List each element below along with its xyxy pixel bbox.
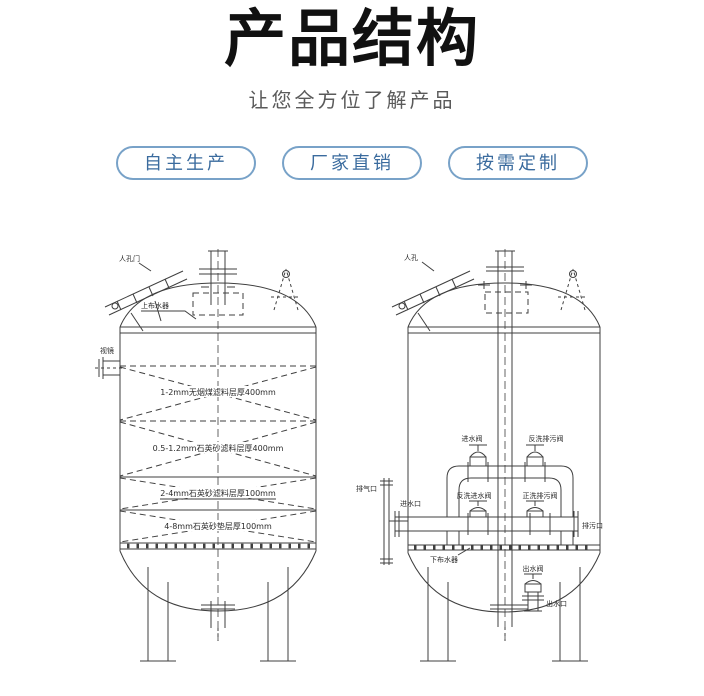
sight-glass-label: 视镜 — [100, 346, 114, 355]
right-tank-diagram: 人孔 进水阀 反洗 — [356, 249, 603, 662]
rinse-drain-valve-label: 正洗排污阀 — [523, 491, 558, 500]
page-subtitle: 让您全方位了解产品 — [248, 88, 456, 112]
layer4-label: 4-8mm石英砂垫层厚100mm — [164, 521, 272, 531]
top-pipe-riser — [478, 250, 532, 627]
backwash-inlet-valve-label: 反洗进水阀 — [457, 491, 492, 500]
layer1-label: 1-2mm无烟煤滤料层厚400mm — [160, 387, 276, 397]
lifting-lug — [558, 268, 588, 311]
lifting-lug — [271, 268, 301, 311]
manhole-label: 人孔 — [404, 254, 418, 262]
page-title: 产品结构 — [223, 2, 480, 75]
badge-self-production: 自主生产 — [116, 146, 256, 180]
sight-glass-nozzle — [95, 357, 123, 379]
vent-tube — [380, 478, 408, 565]
support-legs — [140, 567, 296, 662]
tank-shell — [407, 282, 601, 613]
upper-manifold-pipe — [446, 462, 574, 517]
manhole — [104, 262, 188, 332]
inlet-valve-label: 进水阀 — [462, 434, 483, 443]
inlet-port-label: 进水口 — [400, 499, 421, 508]
top-pipe — [199, 250, 237, 305]
lower-distributor-plate — [408, 544, 600, 556]
backwash-inlet-valve — [469, 500, 487, 518]
layer2-label: 0.5-1.2mm石英砂滤料层厚400mm — [153, 443, 284, 453]
upper-distributor-label: 上布水器 — [141, 301, 169, 310]
lower-distributor-label: 下布水器 — [430, 555, 458, 564]
inlet-valve — [469, 444, 487, 467]
upper-distributor-box — [141, 292, 244, 320]
upper-distributor-box — [484, 291, 529, 314]
outlet-port-label: 出水口 — [546, 599, 567, 608]
badge-factory-direct: 厂家直销 — [282, 146, 422, 180]
manhole — [391, 261, 475, 332]
outlet-valve-label: 出水阀 — [523, 564, 544, 573]
rinse-drain-valve — [526, 500, 544, 518]
tank-shell — [119, 282, 317, 612]
riser-bottom-flange — [490, 604, 528, 641]
lower-manifold-pipe — [394, 511, 579, 545]
badge-row: 自主生产 厂家直销 按需定制 — [0, 146, 704, 180]
bottom-pipe — [201, 601, 235, 641]
backwash-drain-valve — [526, 444, 544, 467]
layer3-label: 2-4mm石英砂滤料层厚100mm — [160, 488, 276, 498]
vent-port-label: 排气口 — [356, 484, 377, 493]
support-legs — [420, 567, 588, 662]
lower-distributor-plate — [120, 542, 316, 550]
left-tank-diagram: 人孔门 上布水器 视镜 — [95, 249, 317, 662]
outlet-valve — [522, 573, 544, 612]
badge-custom-made: 按需定制 — [448, 146, 588, 180]
drain-port-label: 排污口 — [582, 521, 603, 530]
backwash-drain-valve-label: 反洗排污阀 — [529, 434, 564, 443]
manhole-label: 人孔门 — [119, 254, 140, 263]
